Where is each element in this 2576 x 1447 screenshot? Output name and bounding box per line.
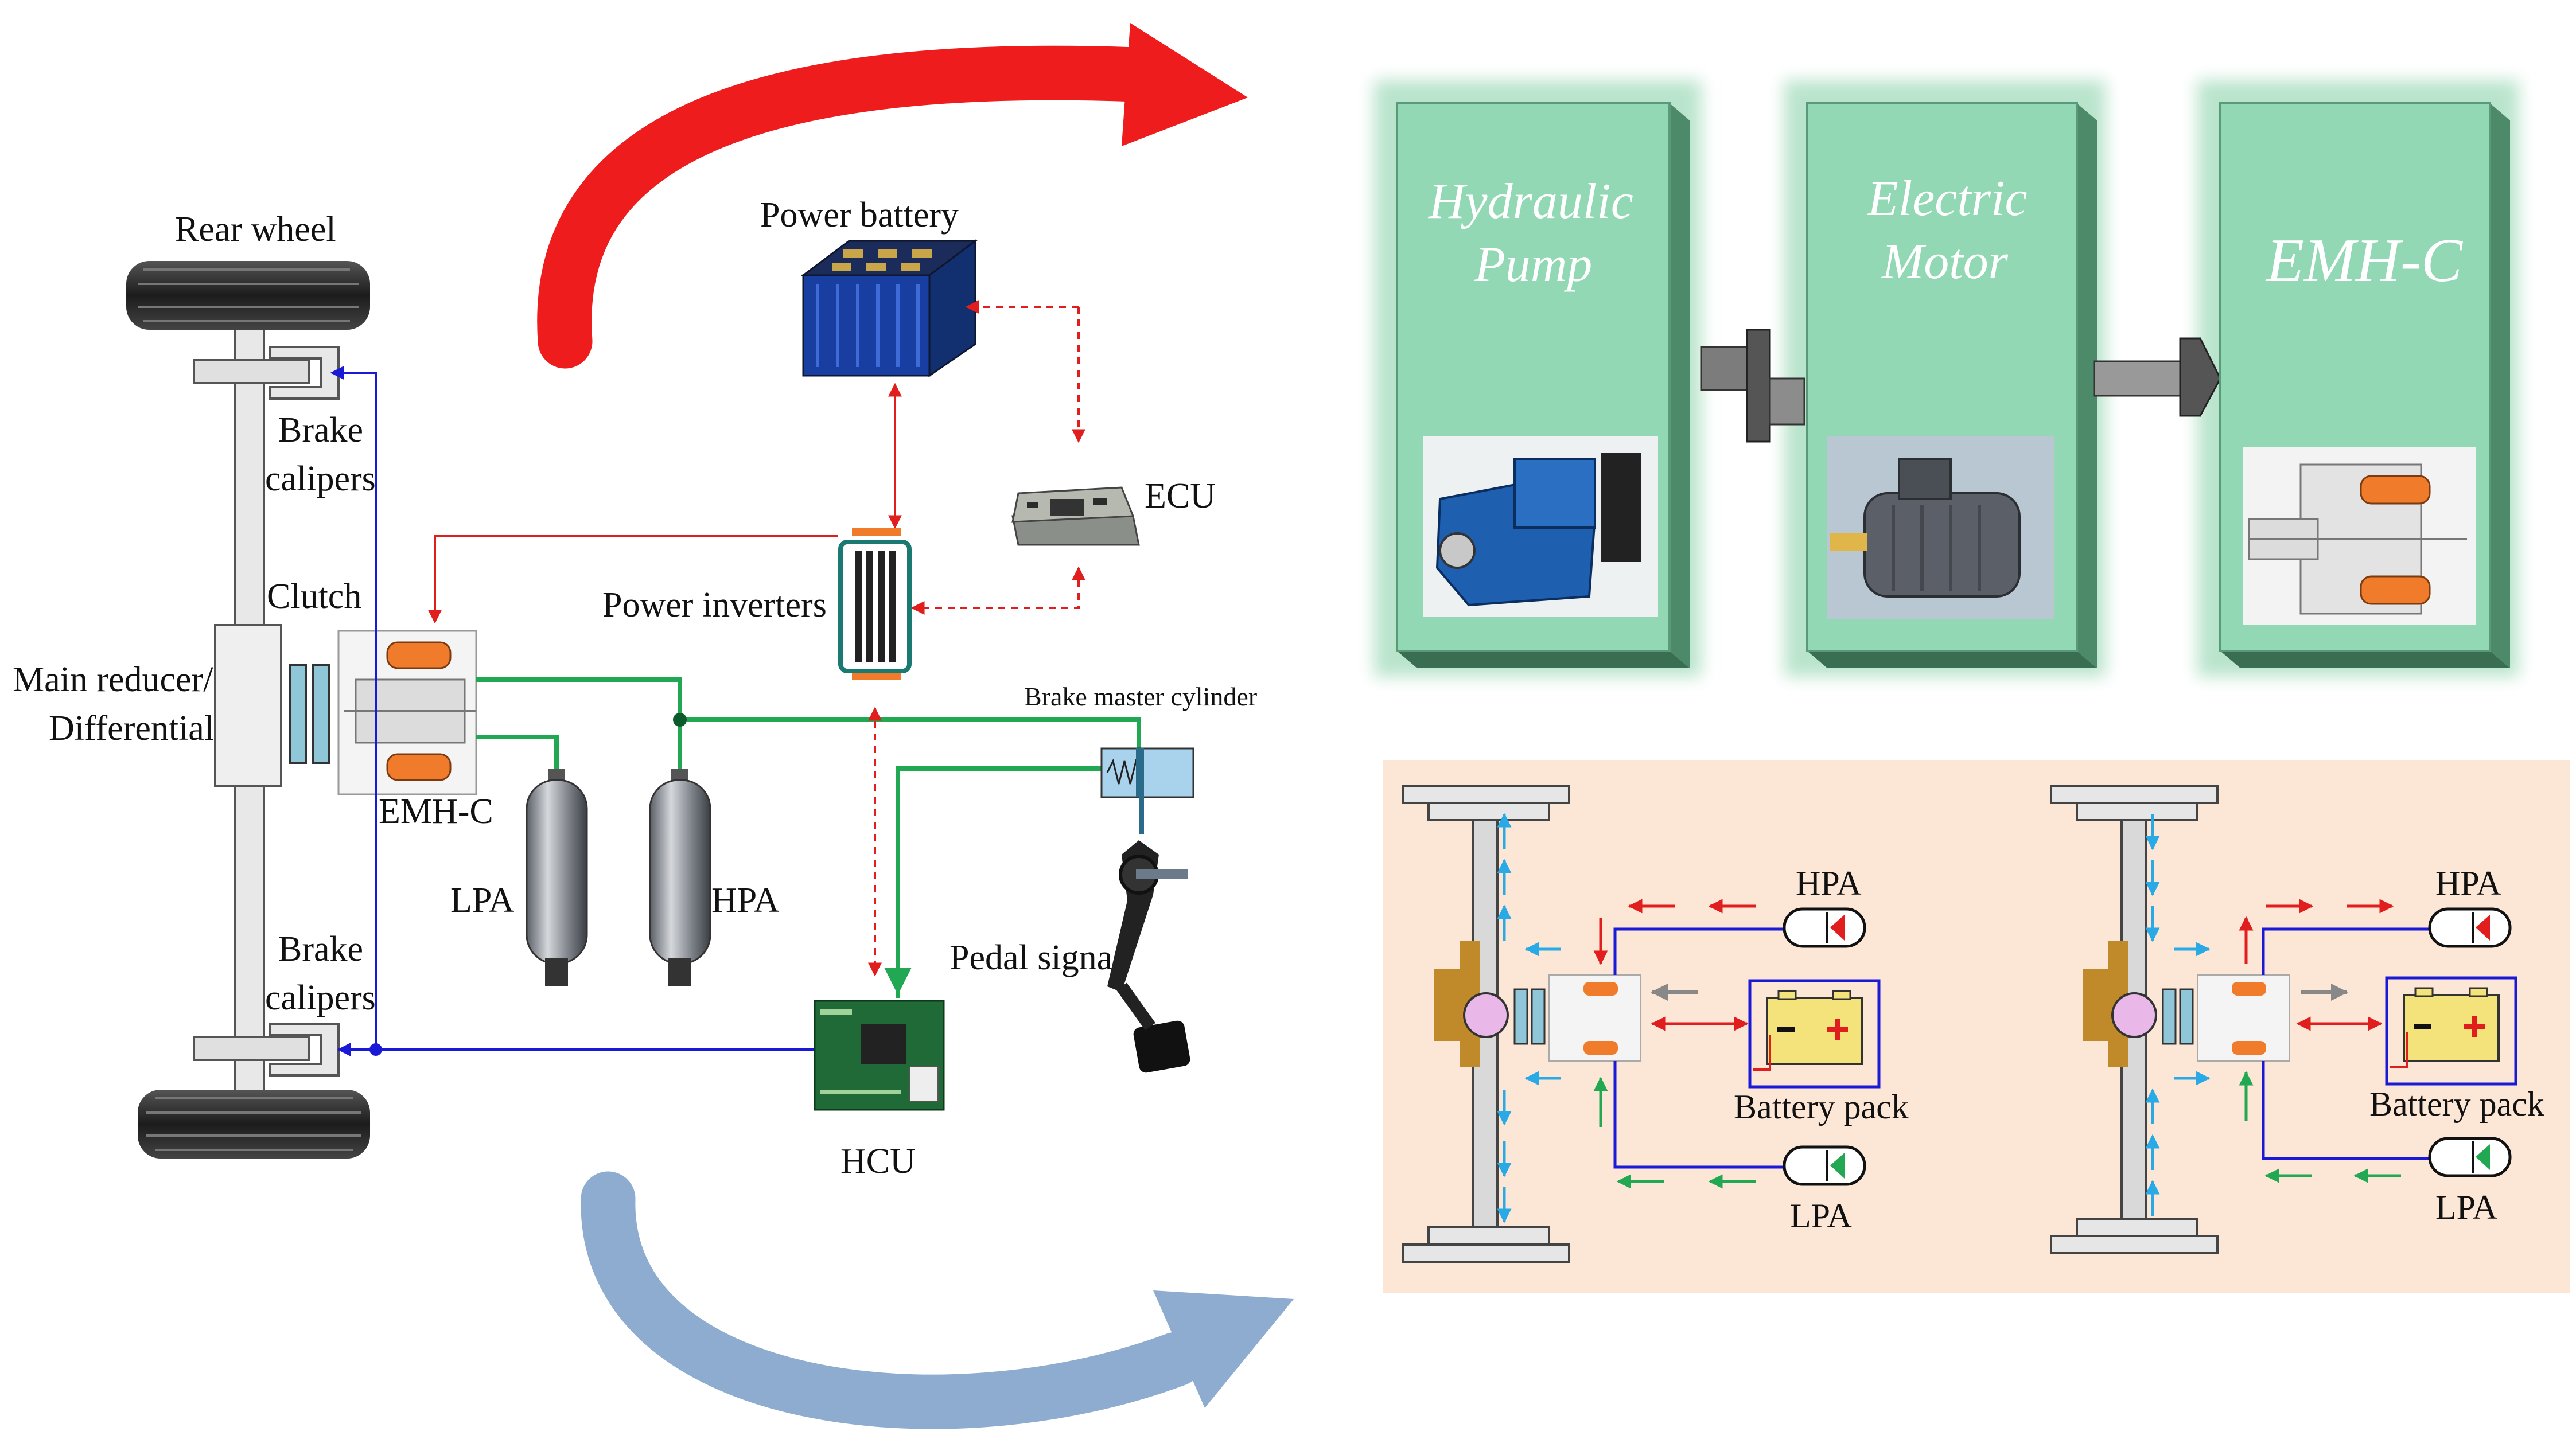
right-mode-lpa-label: LPA: [2435, 1188, 2497, 1226]
brake-calipers-bottom-line2: calipers: [265, 978, 376, 1017]
lpa-tank: [526, 769, 588, 986]
brake-caliper-bottom: [269, 1023, 340, 1077]
hcu-board: [814, 1000, 945, 1111]
clutch-label: Clutch: [267, 577, 361, 616]
rear-wheel-label: Rear wheel: [175, 210, 336, 249]
rear-wheel-top: [126, 261, 370, 330]
red-control-line: [428, 535, 838, 624]
brake-caliper-top: [269, 346, 340, 400]
rear-wheel-bottom: [138, 1090, 370, 1159]
power-battery-pack: [800, 239, 978, 377]
green-junction: [673, 713, 687, 727]
left-mode-battery-label: Battery pack: [1734, 1088, 1909, 1126]
hpa-tank: [649, 769, 711, 986]
emh-c-label: EMH-C: [379, 792, 493, 831]
hydraulic-pump-image: [1423, 436, 1658, 617]
ecu-dashed-links: [868, 300, 1085, 977]
brake-master-cylinder: [1100, 747, 1194, 834]
red-flow-arrow: [537, 23, 1248, 369]
green-hydraulic-lines: [476, 677, 1141, 998]
emh-c-image: [2243, 447, 2476, 625]
lpa-label: LPA: [450, 881, 515, 920]
pedal-signal-label: Pedal signa: [950, 938, 1112, 977]
blue-flow-arrow: [581, 1171, 1294, 1429]
hub-bottom: [193, 1036, 310, 1061]
electric-motor-title-line2: Motor: [1881, 234, 2009, 290]
power-inverter-unit: [838, 528, 912, 680]
brake-master-cylinder-label: Brake master cylinder: [1024, 682, 1257, 711]
hydraulic-pump-title-line1: Hydraulic: [1428, 174, 1633, 229]
mode-diagram-left: [1402, 785, 1881, 1263]
electric-motor-image: [1827, 436, 2054, 619]
left-mode-lpa-label: LPA: [1790, 1197, 1852, 1235]
ecu-label: ECU: [1145, 477, 1216, 516]
emh-c-unit: [337, 630, 477, 795]
power-battery-label: Power battery: [760, 196, 959, 235]
coupling-connector: [1700, 329, 1805, 443]
electric-motor-title-line1: Electric: [1866, 171, 2028, 227]
emh-c-title: EMH-C: [2265, 227, 2464, 295]
mode-diagram-right: [2050, 785, 2517, 1254]
hpa-label: HPA: [711, 881, 780, 920]
brake-calipers-top-line2: calipers: [265, 459, 376, 498]
hydraulic-pump-title-line2: Pump: [1474, 237, 1592, 292]
brake-calipers-bottom-line1: Brake: [278, 930, 363, 969]
ecu-module: [1011, 486, 1140, 546]
block-arrow-right: [2093, 337, 2221, 417]
right-mode-battery-label: Battery pack: [2369, 1085, 2544, 1123]
left-mode-hpa-label: HPA: [1796, 864, 1862, 902]
brake-calipers-top-line1: Brake: [278, 411, 363, 450]
main-reducer-box: [214, 624, 282, 787]
blue-junction: [369, 1043, 382, 1056]
main-reducer-label-line2: Differential: [49, 709, 214, 748]
main-reducer-label-line1: Main reducer/: [13, 660, 213, 699]
hub-top: [193, 359, 310, 384]
brake-pedal: [1107, 840, 1190, 1073]
clutch: [289, 664, 330, 764]
power-inverters-label: Power inverters: [602, 586, 827, 625]
hcu-label: HCU: [840, 1142, 916, 1181]
right-mode-hpa-label: HPA: [2435, 864, 2501, 902]
